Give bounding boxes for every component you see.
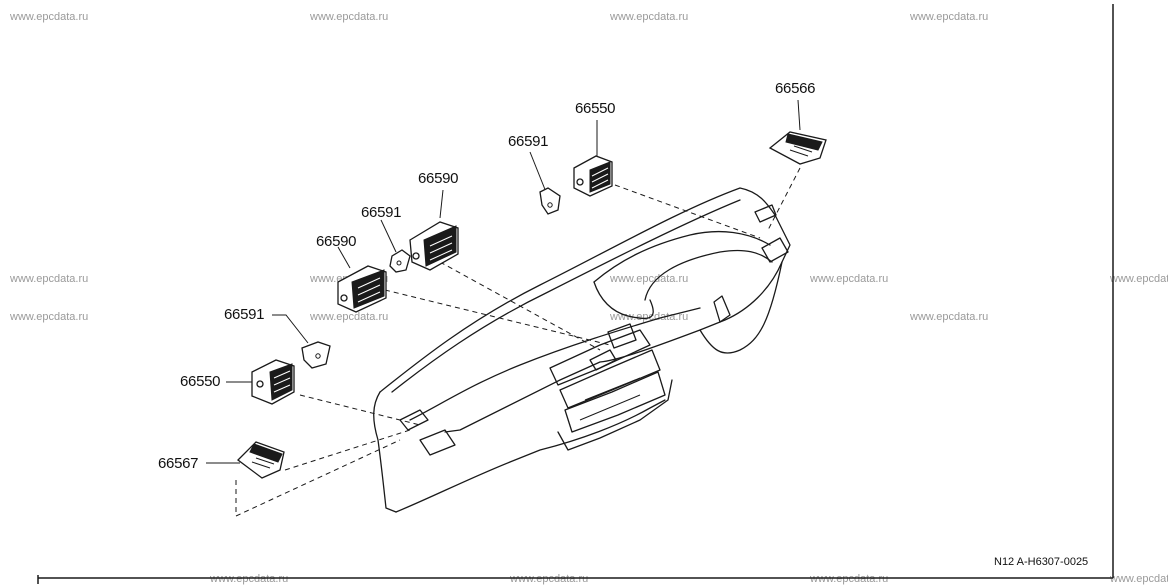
watermark: www.epcdata.ru	[10, 273, 89, 285]
assembly-lines	[235, 167, 801, 517]
watermark: www.epcdata.ru	[10, 11, 89, 23]
vent-66590-lower	[337, 265, 387, 313]
clip-66591-middle	[389, 249, 411, 273]
watermark: www.epcdata.ru	[1110, 273, 1168, 285]
watermark: www.epcdata.ru	[910, 311, 989, 323]
part-label-66566: 66566	[775, 80, 816, 97]
bracket-66591-upper	[539, 187, 561, 215]
part-label-66567: 66567	[158, 455, 199, 472]
watermark: www.epcdata.ru	[1110, 573, 1168, 585]
vent-66550-upper	[573, 155, 613, 197]
watermark: www.epcdata.ru	[910, 11, 989, 23]
watermark: www.epcdata.ru	[810, 273, 889, 285]
part-label-66590-upper: 66590	[418, 170, 459, 187]
diagram-code: N12 A-H6307-0025	[994, 556, 1089, 568]
watermark: www.epcdata.ru	[610, 273, 689, 285]
watermark: www.epcdata.ru	[310, 11, 389, 23]
vent-66590-upper	[409, 221, 459, 271]
watermark: www.epcdata.ru	[610, 311, 689, 323]
part-label-66550-upper: 66550	[575, 100, 616, 117]
watermark: www.epcdata.ru	[10, 311, 89, 323]
watermark: www.epcdata.ru	[810, 573, 889, 585]
watermark: www.epcdata.ru	[610, 11, 689, 23]
watermark: www.epcdata.ru	[510, 573, 589, 585]
side-vent-left	[237, 441, 285, 479]
part-label-66590-lower: 66590	[316, 233, 357, 250]
part-label-66591-upper: 66591	[508, 133, 549, 150]
vent-66550-lower	[251, 359, 295, 405]
side-vent-right	[768, 131, 827, 165]
part-label-66550-lower: 66550	[180, 373, 221, 390]
bracket-66591-lower	[301, 341, 331, 369]
watermark: www.epcdata.ru	[210, 573, 289, 585]
part-label-66591-lower: 66591	[224, 306, 265, 323]
part-label-66591-middle: 66591	[361, 204, 402, 221]
watermark: www.epcdata.ru	[310, 311, 389, 323]
leader-lines	[206, 99, 801, 464]
instrument-panel	[373, 187, 791, 513]
